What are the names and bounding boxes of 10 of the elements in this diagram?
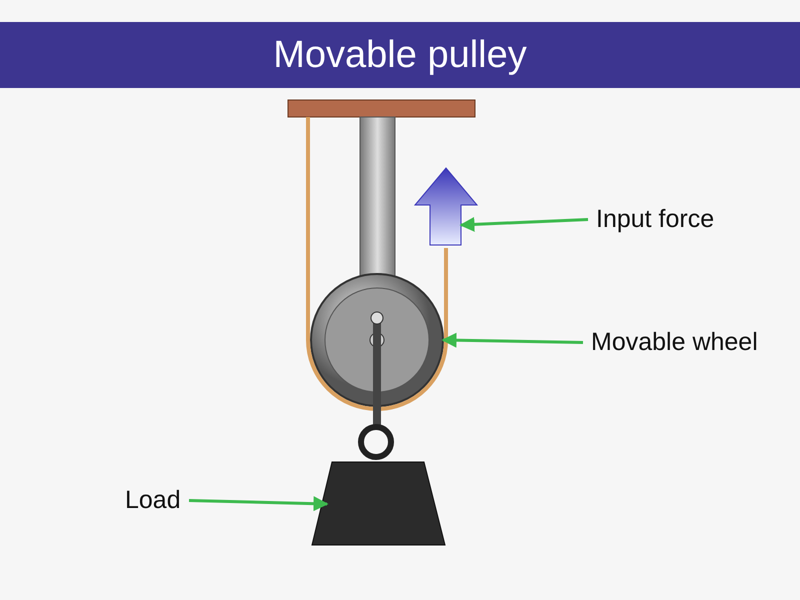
part-label: Input force bbox=[596, 205, 714, 234]
leader-line bbox=[460, 216, 588, 232]
leader-line bbox=[188, 496, 328, 512]
upward-arrow bbox=[414, 167, 478, 246]
title-banner: Movable pulley bbox=[0, 22, 800, 88]
part-label: Load bbox=[125, 486, 181, 515]
pulley-wheel bbox=[310, 273, 444, 407]
part-label: Movable wheel bbox=[591, 328, 758, 357]
load-weight bbox=[311, 462, 446, 546]
leader-line bbox=[442, 332, 584, 348]
